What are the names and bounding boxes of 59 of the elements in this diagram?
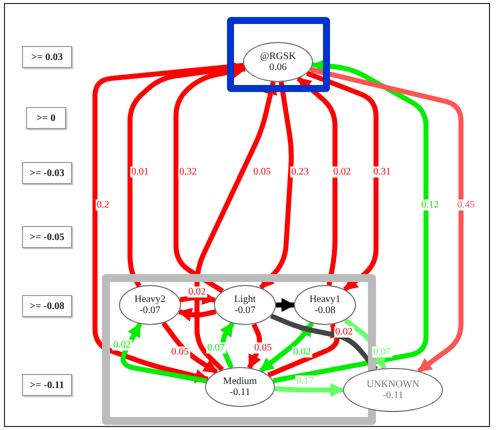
- edge-label: 0.05: [253, 342, 273, 354]
- arrow: [296, 76, 338, 286]
- arrow: [259, 322, 314, 373]
- threshold-box: >= 0: [26, 107, 66, 129]
- highlight-frame: [227, 17, 330, 92]
- graph-node: [294, 285, 356, 325]
- threshold-box: >= -0.05: [22, 226, 72, 248]
- node-name: Heavy1: [309, 294, 341, 305]
- arrow: [194, 80, 278, 372]
- node-name: Medium: [223, 376, 257, 387]
- graph-node: [119, 285, 181, 325]
- edge-label: 0.05: [252, 166, 272, 178]
- node-value: -0.07: [140, 305, 160, 316]
- arrow: [178, 308, 216, 322]
- arrow: [120, 322, 208, 384]
- edge-label: 0.05: [170, 346, 190, 358]
- graph-node: [205, 367, 275, 407]
- edge-label: 0.07: [206, 342, 226, 354]
- edge-label: 0.2: [96, 200, 110, 210]
- arrow: [344, 318, 386, 370]
- arrow: [310, 67, 464, 374]
- edge-label: 0.02: [334, 326, 354, 338]
- edge-label: 0.32: [178, 166, 198, 178]
- arrow: [272, 58, 428, 384]
- edge-label: 0.31: [372, 166, 392, 178]
- arrow: [306, 70, 378, 292]
- edge-label: 0.02: [332, 166, 352, 178]
- node-name: @RGSK: [260, 51, 296, 62]
- threshold-box: >= -0.08: [22, 295, 72, 317]
- arrow: [92, 62, 244, 383]
- edge-label: 0.02: [292, 346, 312, 358]
- threshold-box: >= 0.03: [22, 46, 72, 68]
- node-value: -0.11: [230, 387, 250, 398]
- arrow: [220, 322, 235, 369]
- edge-label: 0.02: [187, 286, 207, 298]
- arrow: [247, 323, 262, 369]
- graph-node: [214, 285, 276, 325]
- node-name: UNKNOWN: [366, 379, 420, 390]
- arrow: [180, 291, 216, 305]
- edge-label: 0.07: [372, 346, 392, 358]
- arrow: [274, 383, 344, 397]
- edge-label: 0.01: [130, 166, 150, 178]
- threshold-box: >= -0.03: [22, 162, 72, 184]
- arrow: [276, 298, 296, 312]
- node-value: -0.08: [314, 305, 336, 316]
- edge-label: 0.12: [420, 200, 440, 210]
- edge-label: 0.02: [112, 340, 132, 350]
- arrow: [161, 322, 218, 374]
- node-value: -0.11: [382, 390, 404, 401]
- node-value: -0.07: [234, 305, 256, 316]
- edge-label: 0.17: [295, 376, 315, 386]
- arrow: [259, 82, 294, 290]
- node-value: 0.06: [269, 62, 287, 73]
- node-name: Light: [234, 294, 256, 305]
- edge-label: 0.23: [290, 166, 310, 178]
- threshold-box: >= -0.11: [22, 374, 72, 396]
- graph-node: [243, 42, 313, 82]
- edge-label: 0.45: [456, 200, 476, 210]
- node-name: Heavy2: [134, 294, 166, 305]
